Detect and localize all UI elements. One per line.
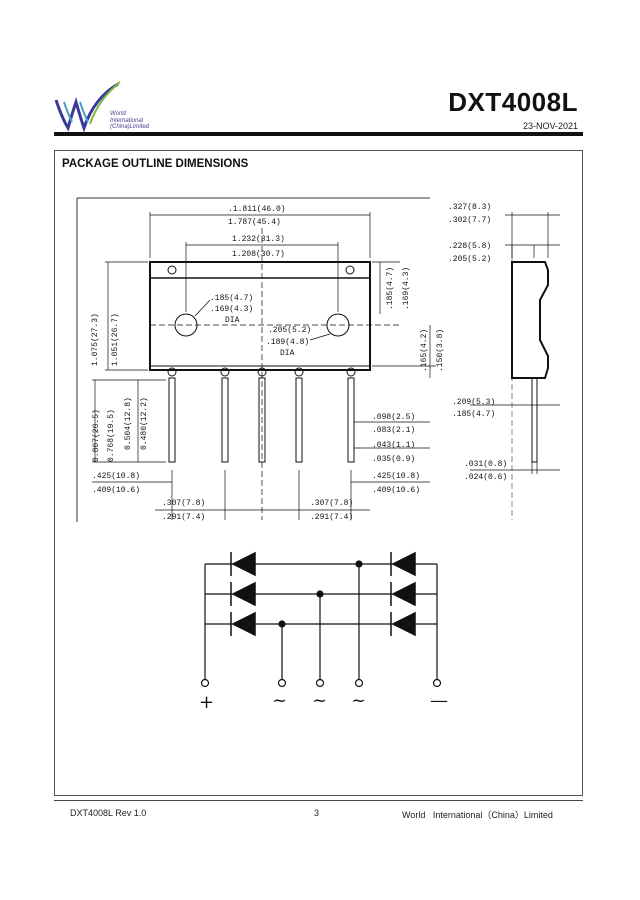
dim-hole-dia2-max: .205(5.2): [268, 326, 311, 335]
dim-side-pin-max: .031(0.8): [464, 460, 507, 469]
dim-hole-dia-max: .185(4.7): [210, 294, 253, 303]
dim-side-thick-max: .327(8.3): [448, 203, 491, 212]
dim-pitch-left-max: .307(7.8): [162, 499, 205, 508]
footer-page-number: 3: [314, 808, 320, 818]
dim-lead-width-max: .098(2.5): [372, 413, 415, 422]
dim-standoff-max: .165(4.2): [420, 329, 429, 372]
dim-side-thick-min: .302(7.7): [448, 216, 491, 225]
logo-line-1: World: [110, 111, 126, 117]
dim-hole-dia2-min: .189(4.8): [266, 338, 309, 347]
dim-pitch-left-min: .291(7.4): [162, 513, 205, 522]
dim-edge-right-max: .425(10.8): [372, 472, 420, 481]
dim-side-pin-min: .024(0.6): [464, 473, 507, 482]
header-rule: [54, 132, 583, 136]
dim-lead-length-min: 0.768(19.5): [107, 409, 116, 462]
company-logo: [54, 78, 174, 134]
logo-text: World International (China)Limited: [110, 111, 149, 131]
dim-hole-spacing-max: 1.232(31.3): [232, 235, 285, 244]
dim-edge-left-min: .409(10.6): [92, 486, 140, 495]
terminal-ac-2: ~: [312, 690, 327, 711]
diode-group: [230, 551, 416, 637]
dim-hole-edge-max: .185(4.7): [386, 267, 395, 310]
content-panel: [54, 150, 583, 796]
dim-body-height-min: 1.051(26.7): [111, 313, 120, 366]
dim-hole-spacing-min: 1.208(30.7): [232, 250, 285, 259]
part-number-title: DXT4008L: [448, 87, 578, 117]
dim-edge-right-min: .409(10.6): [372, 486, 420, 495]
logo-line-2: International: [110, 117, 144, 124]
dim-lead-thick-min: .035(0.9): [372, 455, 415, 464]
dim-side-lead-max: .209(5.3): [452, 398, 495, 407]
dim-lead-width-min: .083(2.1): [372, 426, 415, 435]
footer-revision: DXT4008L Rev 1.0: [70, 808, 147, 818]
terminal-minus: —: [430, 690, 448, 711]
dim-edge-left-max: .425(10.8): [92, 472, 140, 481]
dim-body-height-max: 1.075(27.3): [91, 313, 100, 366]
dim-lead-length2-max: 0.504(12.8): [124, 397, 133, 450]
logo-line-3: (China)Limited: [110, 124, 150, 130]
terminal-plus: +: [199, 692, 214, 713]
dim-lead-length2-min: 0.480(12.2): [140, 397, 149, 450]
dim-pitch-right-max: .307(7.8): [310, 499, 353, 508]
terminal-ac-1: ~: [272, 690, 287, 711]
dim-lead-thick-max: .043(1.1): [372, 441, 415, 450]
footer-company: World International（China）Limited: [402, 810, 553, 820]
section-title: PACKAGE OUTLINE DIMENSIONS: [62, 158, 249, 170]
dim-lead-length-max: 0.807(20.5): [92, 409, 101, 462]
terminal-ac-3: ~: [351, 690, 366, 711]
document-date: 23-NOV-2021: [522, 121, 578, 131]
dim-pitch-right-min: .291(7.4): [310, 513, 353, 522]
footer-rule: [54, 800, 583, 801]
dim-overall-width-min: 1.787(45.4): [228, 218, 281, 227]
dim-hole-edge-min: .169(4.3): [402, 267, 411, 310]
dim-side-tab-min: .205(5.2): [448, 255, 491, 264]
dim-hole-dia2-label: DIA: [280, 349, 295, 358]
dim-hole-dia-label: DIA: [225, 316, 240, 325]
dim-side-lead-min: .185(4.7): [452, 410, 495, 419]
dim-overall-width-max: .1.811(46.0): [228, 205, 286, 214]
dim-side-tab-max: .228(5.8): [448, 242, 491, 251]
dim-standoff-min: .150(3.8): [436, 329, 445, 372]
dim-hole-dia-min: .169(4.3): [210, 305, 253, 314]
